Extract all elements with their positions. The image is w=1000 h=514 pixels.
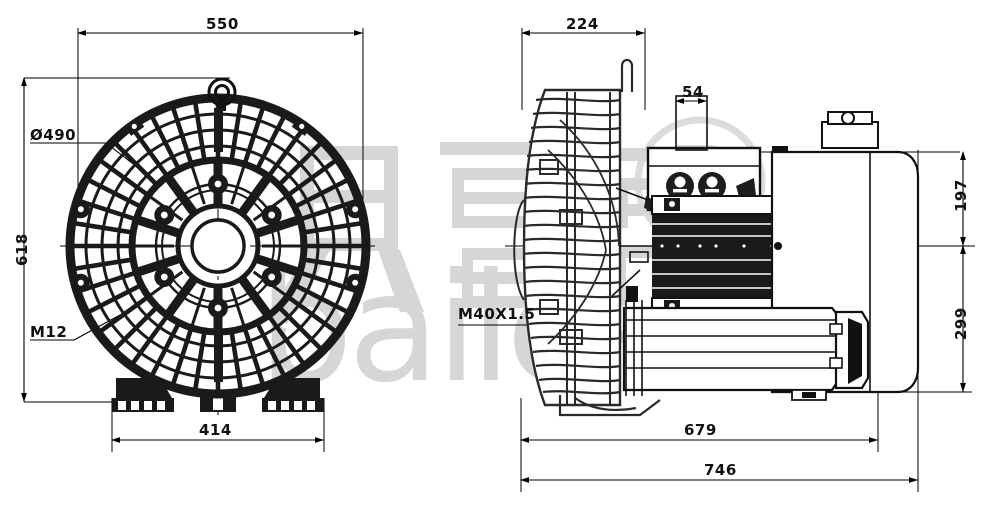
- front-witness-lines: [24, 28, 364, 452]
- discharge-silencer: [622, 286, 870, 401]
- dim-label-746: 746: [704, 461, 737, 479]
- dim-label-550: 550: [206, 15, 239, 33]
- dim-label-197: 197: [952, 179, 970, 212]
- dim-label-414: 414: [199, 421, 232, 439]
- foot-slots: [118, 401, 315, 410]
- blower-finned-housing: [513, 58, 661, 417]
- side-view: [458, 28, 975, 492]
- dim-label-299: 299: [952, 307, 970, 340]
- side-misc-brackets: [611, 187, 652, 297]
- port-flanges: [666, 172, 726, 200]
- dim-label-618: 618: [13, 233, 31, 266]
- dim-label-m40: M40X1.5: [458, 305, 536, 323]
- dim-label-d490: Ø490: [30, 126, 77, 144]
- motor-terminal-box: [821, 111, 879, 149]
- dim-label-m12: M12: [30, 323, 68, 341]
- front-key-column: [214, 108, 223, 382]
- dim-label-679: 679: [684, 421, 717, 439]
- bolt-bosses: [154, 174, 282, 318]
- m12-bosses: [71, 116, 365, 292]
- lifting-eye-bolt: [207, 77, 237, 111]
- front-fan-cover-grille: [65, 93, 371, 399]
- svg-text:l: l: [470, 242, 512, 416]
- svg-text:i: i: [436, 242, 478, 416]
- front-view: [21, 28, 375, 452]
- dim-label-54: 54: [682, 83, 704, 101]
- dim-label-224: 224: [566, 15, 599, 33]
